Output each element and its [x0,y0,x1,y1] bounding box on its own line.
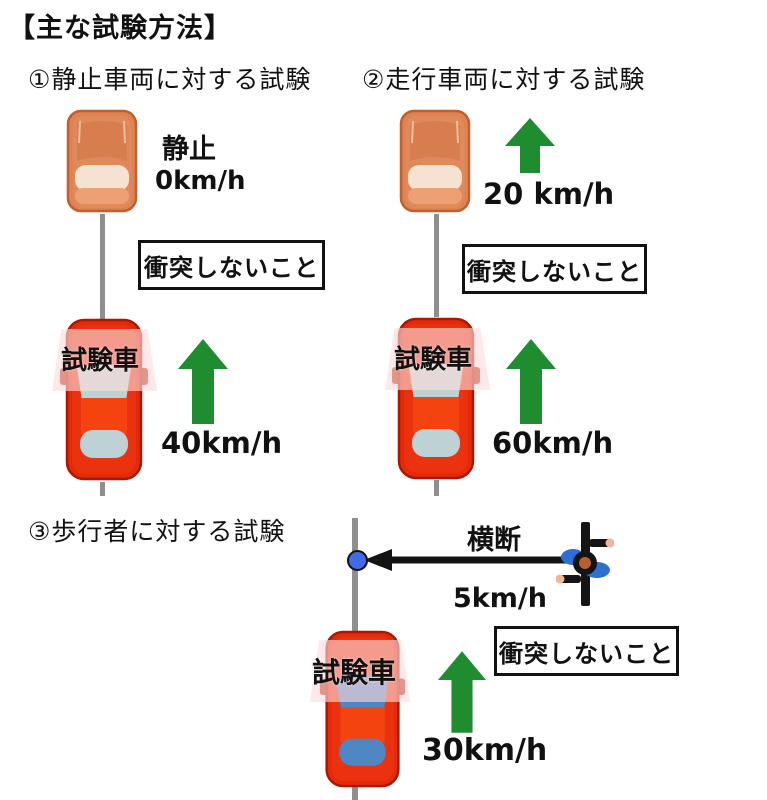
target-car-icon [399,109,471,213]
requirement-box: 衝突しないこと [494,626,679,676]
test-car-speed-label: 40km/h [161,426,283,460]
test-car-label: 試験車 [312,656,397,689]
up-arrow-icon [506,339,556,424]
up-arrow-icon [505,118,555,173]
pedestrian-speed-label: 5km/h [453,583,547,614]
target-speed-label: 20 km/h [483,177,615,211]
scenario3-heading: ③歩行者に対する試験 [28,517,286,546]
up-arrow-icon [438,648,486,736]
up-arrow-icon [178,339,228,424]
crossing-arrow-icon [364,549,590,571]
lane-line [100,482,105,496]
scenario1-heading: ①静止車両に対する試験 [28,65,312,94]
test-car-speed-label: 30km/h [422,733,548,768]
requirement-box: 衝突しないこと [462,244,647,294]
test-car-label-band [385,328,490,390]
lane-line [100,214,105,319]
pedestrian-icon [556,522,614,606]
page-title: 【主な試験方法】 [8,13,232,44]
scenario2-heading: ②走行車両に対する試験 [362,65,646,94]
target-state-label: 静止 [162,134,216,165]
requirement-box: 衝突しないこと [138,240,325,290]
target-car-icon [66,109,138,213]
crossing-label: 横断 [467,525,521,556]
impact-point-dot [347,550,368,571]
test-car-label: 試験車 [394,345,473,375]
target-speed-label: 0km/h [155,166,246,196]
test-car-speed-label: 60km/h [492,426,614,460]
lane-line [434,480,439,496]
test-car-label: 試験車 [61,346,140,376]
test-car-label-band [310,640,410,702]
test-car-label-band [52,329,157,391]
lane-line [434,214,439,317]
